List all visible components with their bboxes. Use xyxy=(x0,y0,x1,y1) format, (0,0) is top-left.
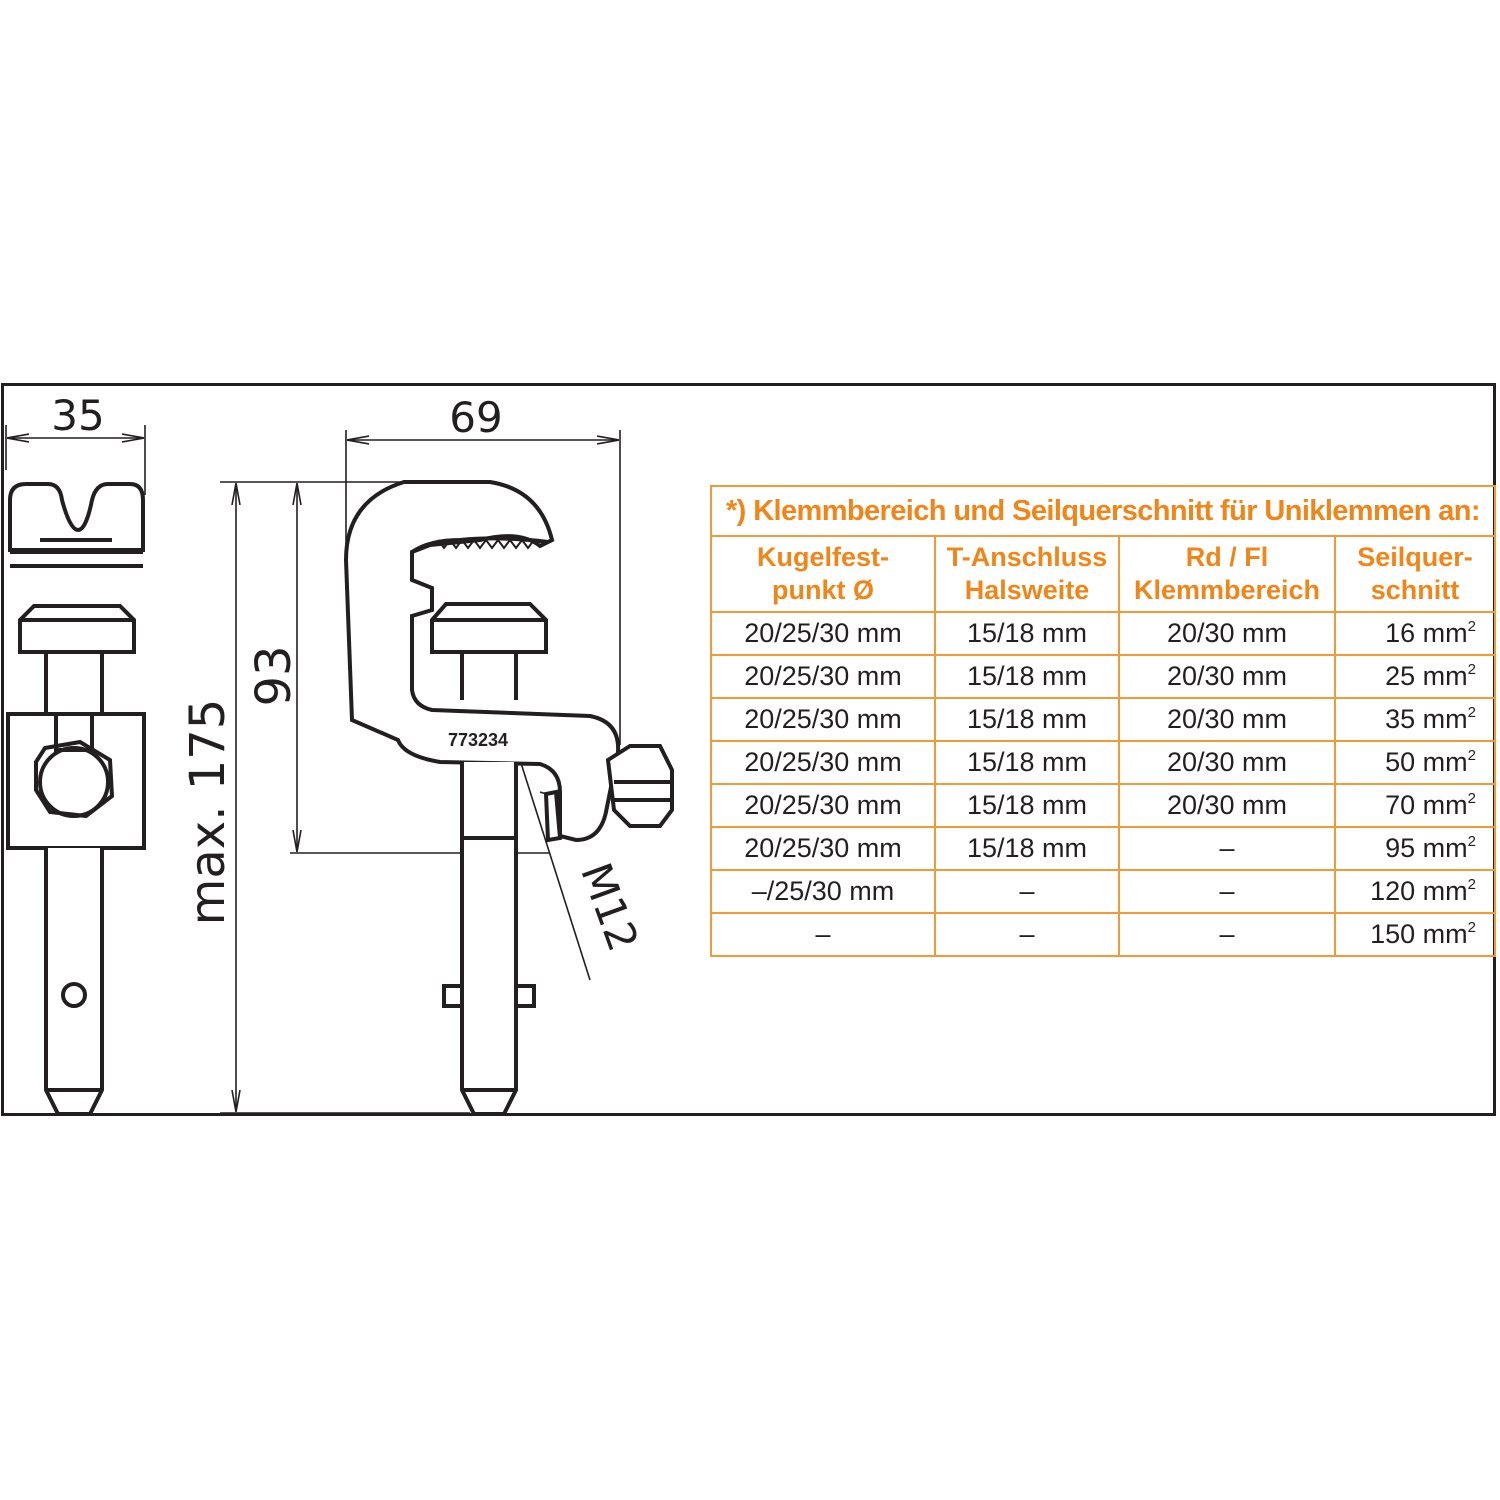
cell-t: 15/18 mm xyxy=(934,697,1120,742)
cell-seil: 150 mm2 xyxy=(1334,912,1496,957)
header-line: Halsweite xyxy=(964,575,1090,605)
cell-seil: 16 mm2 xyxy=(1334,611,1496,656)
table-row: 20/25/30 mm 15/18 mm 20/30 mm 50 mm2 xyxy=(710,740,1496,785)
cell-t: – xyxy=(934,869,1120,914)
seil-value: 16 mm xyxy=(1385,618,1468,648)
cell-t: 15/18 mm xyxy=(934,783,1120,828)
cell-seil: 95 mm2 xyxy=(1334,826,1496,871)
header-line: punkt Ø xyxy=(772,575,874,605)
seil-value: 95 mm xyxy=(1385,833,1468,863)
cell-t: 15/18 mm xyxy=(934,611,1120,656)
dimension-label-93: 93 xyxy=(246,645,302,706)
exponent: 2 xyxy=(1467,790,1476,807)
dimension-label-35: 35 xyxy=(51,391,104,440)
cell-t: 15/18 mm xyxy=(934,826,1120,871)
header-line: schnitt xyxy=(1370,575,1460,605)
cell-rd: 20/30 mm xyxy=(1118,783,1336,828)
dimension-label-max-175: max. 175 xyxy=(180,699,236,926)
exponent: 2 xyxy=(1467,919,1476,936)
dimension-label-69: 69 xyxy=(449,393,502,442)
exponent: 2 xyxy=(1467,618,1476,635)
header-seilquerschnitt: Seilquer- schnitt xyxy=(1334,535,1496,613)
cell-seil: 50 mm2 xyxy=(1334,740,1496,785)
header-rd-fl: Rd / Fl Klemmbereich xyxy=(1118,535,1336,613)
table-row: – – – 150 mm2 xyxy=(710,912,1496,957)
table-title: *) Klemmbereich und Seilquerschnitt für … xyxy=(710,485,1496,537)
exponent: 2 xyxy=(1467,747,1476,764)
cell-t: 15/18 mm xyxy=(934,654,1120,699)
exponent: 2 xyxy=(1467,661,1476,678)
table-row: 20/25/30 mm 15/18 mm 20/30 mm 16 mm2 xyxy=(710,611,1496,656)
cell-kugel: – xyxy=(710,912,936,957)
header-line: Seilquer- xyxy=(1357,542,1473,572)
seil-value: 25 mm xyxy=(1385,661,1468,691)
cell-seil: 70 mm2 xyxy=(1334,783,1496,828)
cell-rd: – xyxy=(1118,912,1336,957)
table-row: 20/25/30 mm 15/18 mm 20/30 mm 35 mm2 xyxy=(710,697,1496,742)
cell-kugel: 20/25/30 mm xyxy=(710,697,936,742)
table-header-row: Kugelfest- punkt Ø T-Anschluss Halsweite… xyxy=(710,535,1496,613)
exponent: 2 xyxy=(1467,704,1476,721)
cell-rd: 20/30 mm xyxy=(1118,611,1336,656)
exponent: 2 xyxy=(1467,876,1476,893)
cell-seil: 35 mm2 xyxy=(1334,697,1496,742)
table-row: –/25/30 mm – – 120 mm2 xyxy=(710,869,1496,914)
cell-kugel: 20/25/30 mm xyxy=(710,654,936,699)
cell-seil: 25 mm2 xyxy=(1334,654,1496,699)
header-kugelfestpunkt: Kugelfest- punkt Ø xyxy=(710,535,936,613)
cell-t: 15/18 mm xyxy=(934,740,1120,785)
header-line: Klemmbereich xyxy=(1133,575,1321,605)
cell-kugel: –/25/30 mm xyxy=(710,869,936,914)
seil-value: 120 mm xyxy=(1370,876,1468,906)
header-line: Rd / Fl xyxy=(1185,542,1269,572)
cell-kugel: 20/25/30 mm xyxy=(710,740,936,785)
cell-t: – xyxy=(934,912,1120,957)
cell-kugel: 20/25/30 mm xyxy=(710,783,936,828)
header-line: T-Anschluss xyxy=(946,542,1108,572)
dimension-label-m12: M12 xyxy=(571,857,648,958)
cell-rd: – xyxy=(1118,869,1336,914)
exponent: 2 xyxy=(1467,833,1476,850)
cell-rd: 20/30 mm xyxy=(1118,654,1336,699)
seil-value: 70 mm xyxy=(1385,790,1468,820)
cell-rd: 20/30 mm xyxy=(1118,740,1336,785)
cell-kugel: 20/25/30 mm xyxy=(710,826,936,871)
seil-value: 150 mm xyxy=(1370,919,1468,949)
cell-rd: 20/30 mm xyxy=(1118,697,1336,742)
table-row: 20/25/30 mm 15/18 mm 20/30 mm 70 mm2 xyxy=(710,783,1496,828)
cell-kugel: 20/25/30 mm xyxy=(710,611,936,656)
seil-value: 35 mm xyxy=(1385,704,1468,734)
cell-rd: – xyxy=(1118,826,1336,871)
table-row: 20/25/30 mm 15/18 mm – 95 mm2 xyxy=(710,826,1496,871)
seil-value: 50 mm xyxy=(1385,747,1468,777)
header-t-anschluss: T-Anschluss Halsweite xyxy=(934,535,1120,613)
table-row: 20/25/30 mm 15/18 mm 20/30 mm 25 mm2 xyxy=(710,654,1496,699)
cell-seil: 120 mm2 xyxy=(1334,869,1496,914)
spec-table: *) Klemmbereich und Seilquerschnitt für … xyxy=(710,485,1496,957)
header-line: Kugelfest- xyxy=(756,542,889,572)
part-number: 773234 xyxy=(448,730,508,750)
